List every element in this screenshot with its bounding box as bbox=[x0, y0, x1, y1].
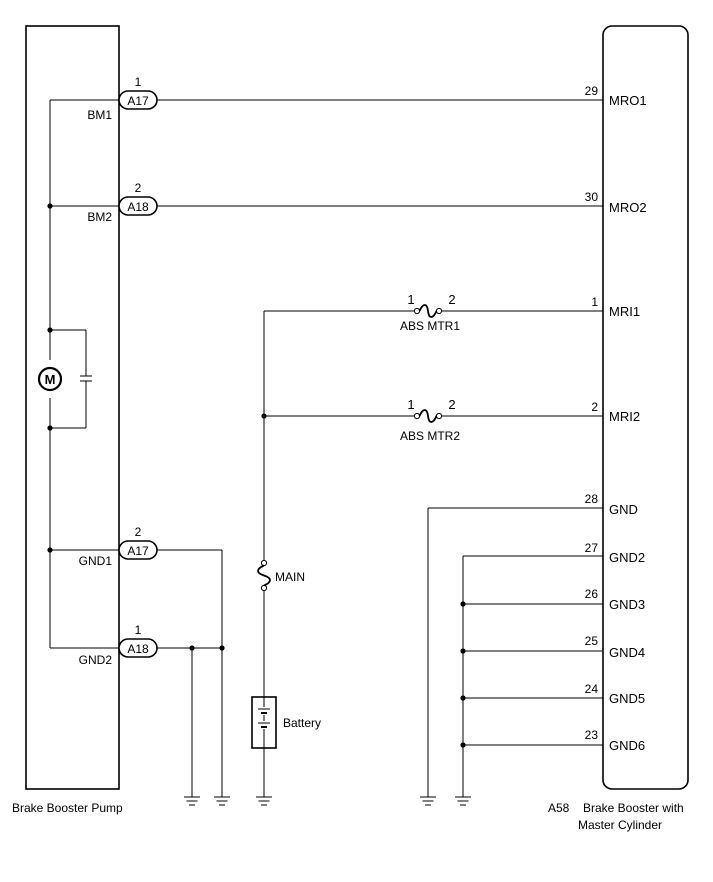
ecu-pin-number: 25 bbox=[585, 634, 599, 648]
fuse-pin-a: 1 bbox=[407, 397, 414, 412]
fuse-label: ABS MTR2 bbox=[400, 429, 460, 443]
ecu-pin-number: 24 bbox=[585, 682, 599, 696]
pump-pin-bm2: BM2 bbox=[87, 210, 112, 224]
pump-pin-gnd2: GND2 bbox=[79, 653, 113, 667]
ground-icon bbox=[184, 796, 200, 806]
ground-icon bbox=[214, 796, 230, 806]
ecu-pin-number: 27 bbox=[585, 541, 599, 555]
ecu-terminal-name: GND4 bbox=[609, 645, 645, 660]
connector-pin: 2 bbox=[135, 181, 142, 195]
ecu-pin-number: 1 bbox=[591, 295, 598, 309]
motor-icon: M bbox=[37, 366, 63, 392]
connector-id: A18 bbox=[127, 642, 149, 656]
ecu-terminal-name: GND6 bbox=[609, 738, 645, 753]
pump-internal-wiring bbox=[47, 99, 119, 649]
connector-id: A18 bbox=[127, 200, 149, 214]
connector-id: A17 bbox=[127, 544, 149, 558]
main-fuse-label: MAIN bbox=[275, 570, 305, 584]
wires bbox=[119, 99, 603, 797]
ecu-terminal-name: GND3 bbox=[609, 597, 645, 612]
ecu-box bbox=[602, 25, 689, 790]
connector-a18-pin1: A18 1 bbox=[118, 623, 158, 658]
motor-symbol: M bbox=[45, 372, 56, 387]
connector-pin: 2 bbox=[135, 525, 142, 539]
ecu-terminal-name: MRI2 bbox=[609, 409, 640, 424]
ecu-pin-number: 23 bbox=[585, 728, 599, 742]
battery-icon: Battery bbox=[251, 696, 321, 749]
ecu-pin-number: 29 bbox=[585, 84, 599, 98]
connector-a17-pin2: A17 2 bbox=[118, 525, 158, 560]
ecu-terminal-name: GND2 bbox=[609, 550, 645, 565]
ecu-terminal-name: MRI1 bbox=[609, 304, 640, 319]
ground-icon bbox=[420, 796, 436, 806]
fuse-pin-a: 1 bbox=[407, 292, 414, 307]
ecu-terminals: MRO1 MRO2 MRI1 MRI2 GND GND2 GND3 GND4 G… bbox=[585, 84, 647, 753]
ecu-label-line1: Brake Booster with bbox=[583, 801, 684, 815]
ground-icon bbox=[455, 796, 471, 806]
fuse-label: ABS MTR1 bbox=[400, 319, 460, 333]
connector-a17-pin1: A17 1 bbox=[118, 75, 158, 110]
ecu-terminal-name: MRO2 bbox=[609, 200, 647, 215]
fuse-pin-b: 2 bbox=[448, 397, 455, 412]
fuse-icon: 1 2 ABS MTR2 bbox=[400, 397, 460, 443]
pump-pin-gnd1: GND1 bbox=[79, 554, 113, 568]
main-fuse-icon: MAIN bbox=[257, 559, 305, 592]
ecu-terminal-name: GND bbox=[609, 502, 638, 517]
connector-id: A17 bbox=[127, 94, 149, 108]
connector-a18-pin2: A18 2 bbox=[118, 181, 158, 216]
ecu-pin-number: 30 bbox=[585, 190, 599, 204]
ecu-ref: A58 bbox=[548, 801, 570, 815]
ecu-pin-number: 2 bbox=[591, 400, 598, 414]
ecu-pin-number: 26 bbox=[585, 587, 599, 601]
connector-pin: 1 bbox=[135, 623, 142, 637]
ecu-terminal-name: MRO1 bbox=[609, 93, 647, 108]
connector-pin: 1 bbox=[135, 75, 142, 89]
junction-dots bbox=[189, 413, 466, 748]
ecu-pin-number: 28 bbox=[585, 492, 599, 506]
pump-box bbox=[25, 25, 120, 790]
ground-icon bbox=[256, 796, 272, 806]
fuse-pin-b: 2 bbox=[448, 292, 455, 307]
ecu-terminal-name: GND5 bbox=[609, 691, 645, 706]
fuse-icon: 1 2 ABS MTR1 bbox=[400, 292, 460, 333]
ecu-label-line2: Master Cylinder bbox=[578, 818, 662, 832]
battery-label: Battery bbox=[283, 716, 321, 730]
pump-pin-bm1: BM1 bbox=[87, 108, 112, 122]
pump-label: Brake Booster Pump bbox=[12, 801, 123, 815]
